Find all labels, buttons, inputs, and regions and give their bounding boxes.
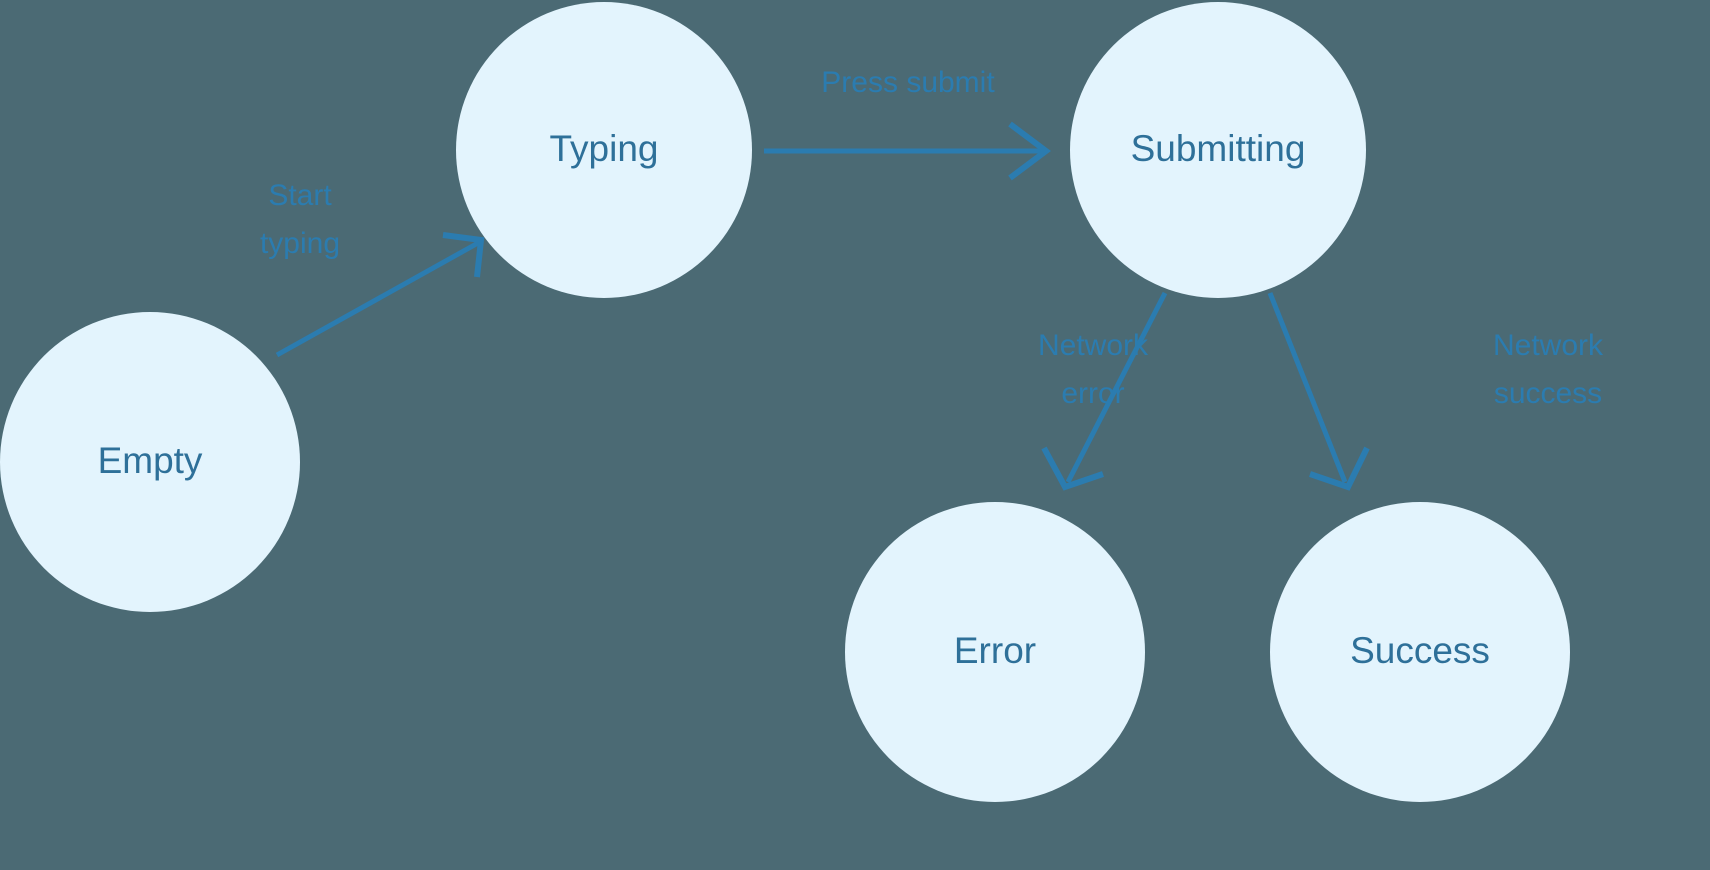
edge-submitting-to-error-arrowhead: [1041, 446, 1104, 491]
edge-empty-to-typing-arrowhead: [442, 232, 485, 278]
edge-submitting-to-success: [1267, 292, 1370, 491]
node-success-circle[interactable]: [1270, 502, 1570, 802]
edge-typing-to-submitting: [764, 121, 1051, 181]
node-submitting[interactable]: Submitting: [1070, 2, 1366, 298]
node-typing-circle[interactable]: [456, 2, 752, 298]
edge-submitting-to-success-line: [1267, 292, 1348, 483]
edge-label-empty-to-typing-line1: Start: [268, 179, 332, 212]
edge-label-empty-to-typing-line2: typing: [260, 227, 340, 260]
node-error-label: Error: [954, 630, 1036, 671]
edge-submitting-to-success-arrowhead: [1309, 446, 1370, 491]
edge-label-submitting-to-error: Network error: [1038, 329, 1149, 410]
edge-label-submitting-to-success: Network success: [1493, 329, 1604, 410]
node-error[interactable]: Error: [845, 502, 1145, 802]
edge-typing-to-submitting-arrowhead: [1008, 121, 1051, 181]
node-empty-label: Empty: [98, 440, 203, 481]
edge-empty-to-typing: [275, 232, 485, 358]
node-typing[interactable]: Typing: [456, 2, 752, 298]
node-success[interactable]: Success: [1270, 502, 1570, 802]
node-empty[interactable]: Empty: [0, 312, 300, 612]
node-error-circle[interactable]: [845, 502, 1145, 802]
edge-label-submitting-to-error-line1: Network: [1038, 329, 1149, 362]
edge-submitting-to-error-line: [1065, 291, 1168, 484]
edge-label-submitting-to-success-line1: Network: [1493, 329, 1604, 362]
node-typing-label: Typing: [549, 128, 658, 169]
node-submitting-label: Submitting: [1131, 128, 1306, 169]
edge-label-empty-to-typing: Start typing: [260, 179, 340, 260]
node-success-label: Success: [1350, 630, 1490, 671]
edge-empty-to-typing-line: [275, 240, 480, 358]
edge-label-submitting-to-error-line2: error: [1061, 377, 1124, 410]
edge-submitting-to-error: [1041, 291, 1168, 491]
node-submitting-circle[interactable]: [1070, 2, 1366, 298]
edge-label-submitting-to-success-line2: success: [1494, 377, 1602, 410]
edge-label-typing-to-submitting: Press submit: [821, 66, 995, 99]
edge-label-typing-to-submitting-line1: Press submit: [821, 66, 995, 99]
node-empty-circle[interactable]: [0, 312, 300, 612]
